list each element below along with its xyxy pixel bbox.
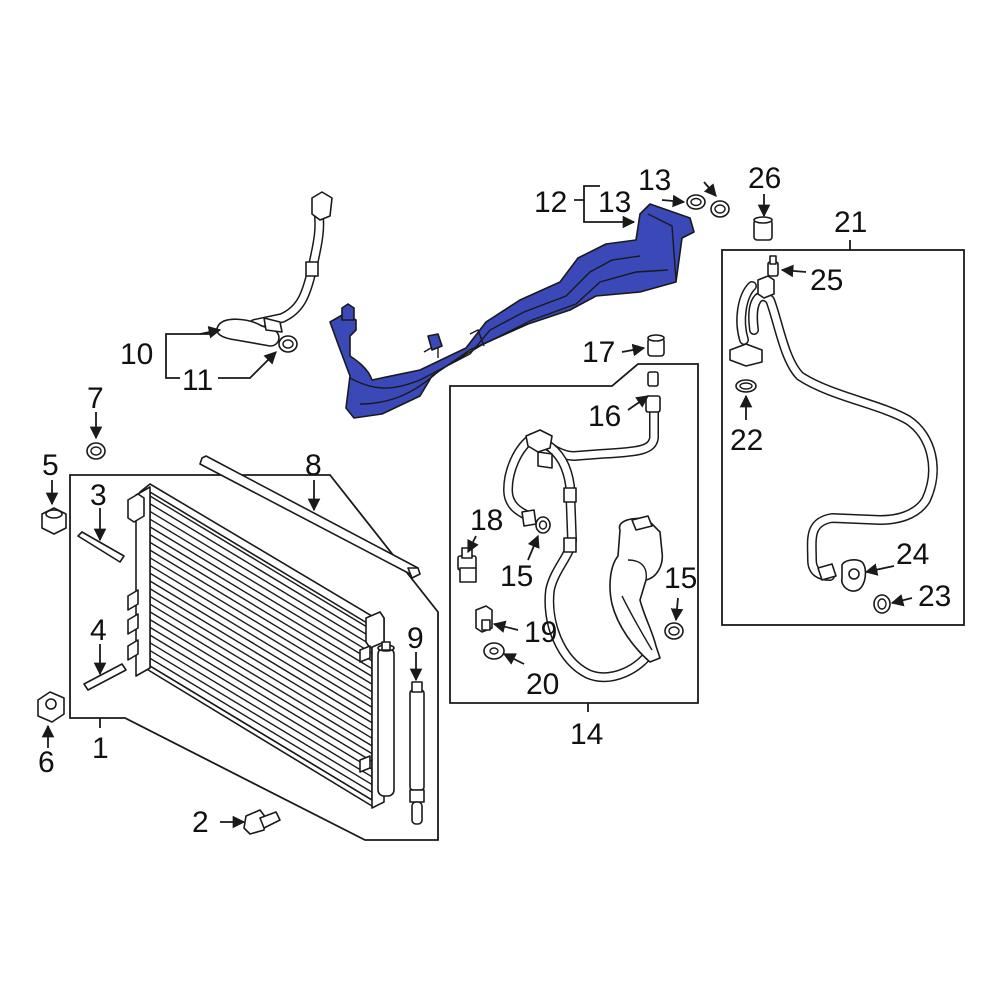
callout-16: 16 <box>588 400 621 433</box>
nut-upper[interactable] <box>41 507 67 535</box>
receiver-drier[interactable] <box>377 641 395 797</box>
callout-23: 23 <box>918 580 951 613</box>
o-ring-23[interactable] <box>873 594 891 614</box>
o-ring-22[interactable] <box>735 379 757 393</box>
desiccant-bag[interactable] <box>409 681 425 825</box>
suction-hose-14[interactable] <box>503 371 664 683</box>
charge-valve-19[interactable] <box>475 605 493 633</box>
callout-3: 3 <box>90 479 107 512</box>
valve-core-25[interactable] <box>767 255 779 277</box>
callout-26: 26 <box>748 162 781 195</box>
discharge-hose-10[interactable] <box>216 191 333 347</box>
callout-7: 7 <box>87 382 104 415</box>
bolt-2[interactable] <box>243 809 281 835</box>
callout-21: 21 <box>834 206 867 239</box>
o-ring-15b[interactable] <box>664 622 684 640</box>
pressure-switch-18[interactable] <box>457 547 477 583</box>
callout-13b: 13 <box>598 186 631 219</box>
gasket-24[interactable] <box>840 559 867 592</box>
callout-2: 2 <box>192 806 209 839</box>
cap-26[interactable] <box>753 216 773 241</box>
mount-pin-upper[interactable] <box>77 531 125 563</box>
nut-lower[interactable] <box>37 691 65 723</box>
callout-13a: 13 <box>638 164 671 197</box>
callout-10: 10 <box>120 338 153 371</box>
liquid-line-12-highlighted[interactable] <box>329 203 695 419</box>
condenser-assembly[interactable] <box>127 483 385 809</box>
callout-17: 17 <box>582 336 615 369</box>
o-ring-7[interactable] <box>86 442 106 460</box>
callout-8: 8 <box>305 449 322 482</box>
o-ring-13a[interactable] <box>686 194 706 210</box>
callout-25: 25 <box>810 264 843 297</box>
callout-4: 4 <box>90 614 107 647</box>
callout-19: 19 <box>524 616 557 649</box>
callout-1: 1 <box>92 732 109 765</box>
callout-12: 12 <box>534 186 567 219</box>
callout-24: 24 <box>896 538 929 571</box>
callout-6: 6 <box>38 746 55 779</box>
callout-15b: 15 <box>664 562 697 595</box>
callout-15a: 15 <box>500 560 533 593</box>
callout-11: 11 <box>182 364 213 397</box>
line-group-21-frame <box>721 249 965 626</box>
ac-line-21[interactable] <box>729 275 938 581</box>
callout-22: 22 <box>730 424 763 457</box>
callout-5: 5 <box>42 449 59 482</box>
callout-18: 18 <box>470 504 503 537</box>
suction-line-group-frame <box>449 363 699 704</box>
condenser-group-frame <box>69 474 439 841</box>
o-ring-11[interactable] <box>278 335 298 353</box>
o-ring-15a[interactable] <box>535 516 551 534</box>
callout-20: 20 <box>526 668 559 701</box>
valve-core-17[interactable] <box>647 334 665 357</box>
callout-14: 14 <box>570 718 603 751</box>
leader-lines <box>41 181 913 829</box>
callout-9: 9 <box>407 622 424 655</box>
o-ring-13b[interactable] <box>710 200 730 218</box>
mount-pin-lower[interactable] <box>83 663 127 691</box>
cap-20[interactable] <box>483 642 505 660</box>
